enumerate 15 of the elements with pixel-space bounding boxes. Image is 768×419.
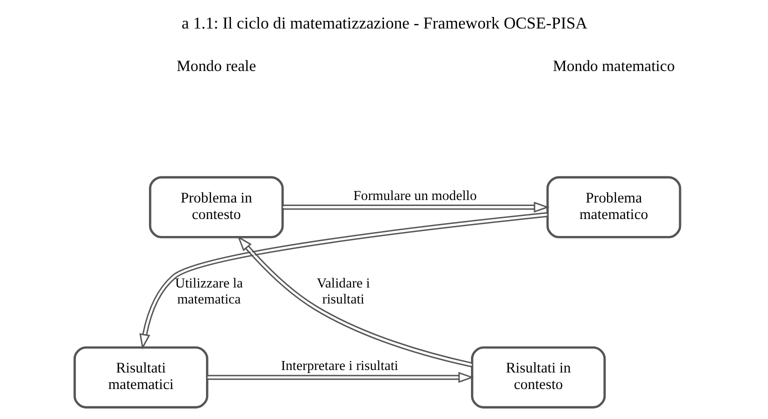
arrow: [282, 202, 549, 213]
label: Mondo matematico: [552, 58, 674, 76]
node-box: Problema matematico: [546, 176, 681, 238]
label: Mondo reale: [176, 58, 256, 76]
edge-label: Interpretare i risultati: [280, 358, 398, 374]
edge-label: Validare i risultati: [316, 276, 370, 306]
edge-label: Utilizzare la matematica: [174, 276, 242, 306]
arrow: [138, 212, 547, 350]
node-box: Risultati in contesto: [470, 346, 606, 408]
diagram-title: a 1.1: Il ciclo di matematizzazione - Framework OCSE-PISA: [181, 14, 587, 33]
node-box: Risultati matematici: [73, 346, 208, 408]
edge-label: Formulare un modello: [352, 188, 476, 203]
arrow: [206, 372, 474, 383]
arrow: [236, 236, 472, 368]
node-box: Problema in contesto: [148, 176, 284, 238]
